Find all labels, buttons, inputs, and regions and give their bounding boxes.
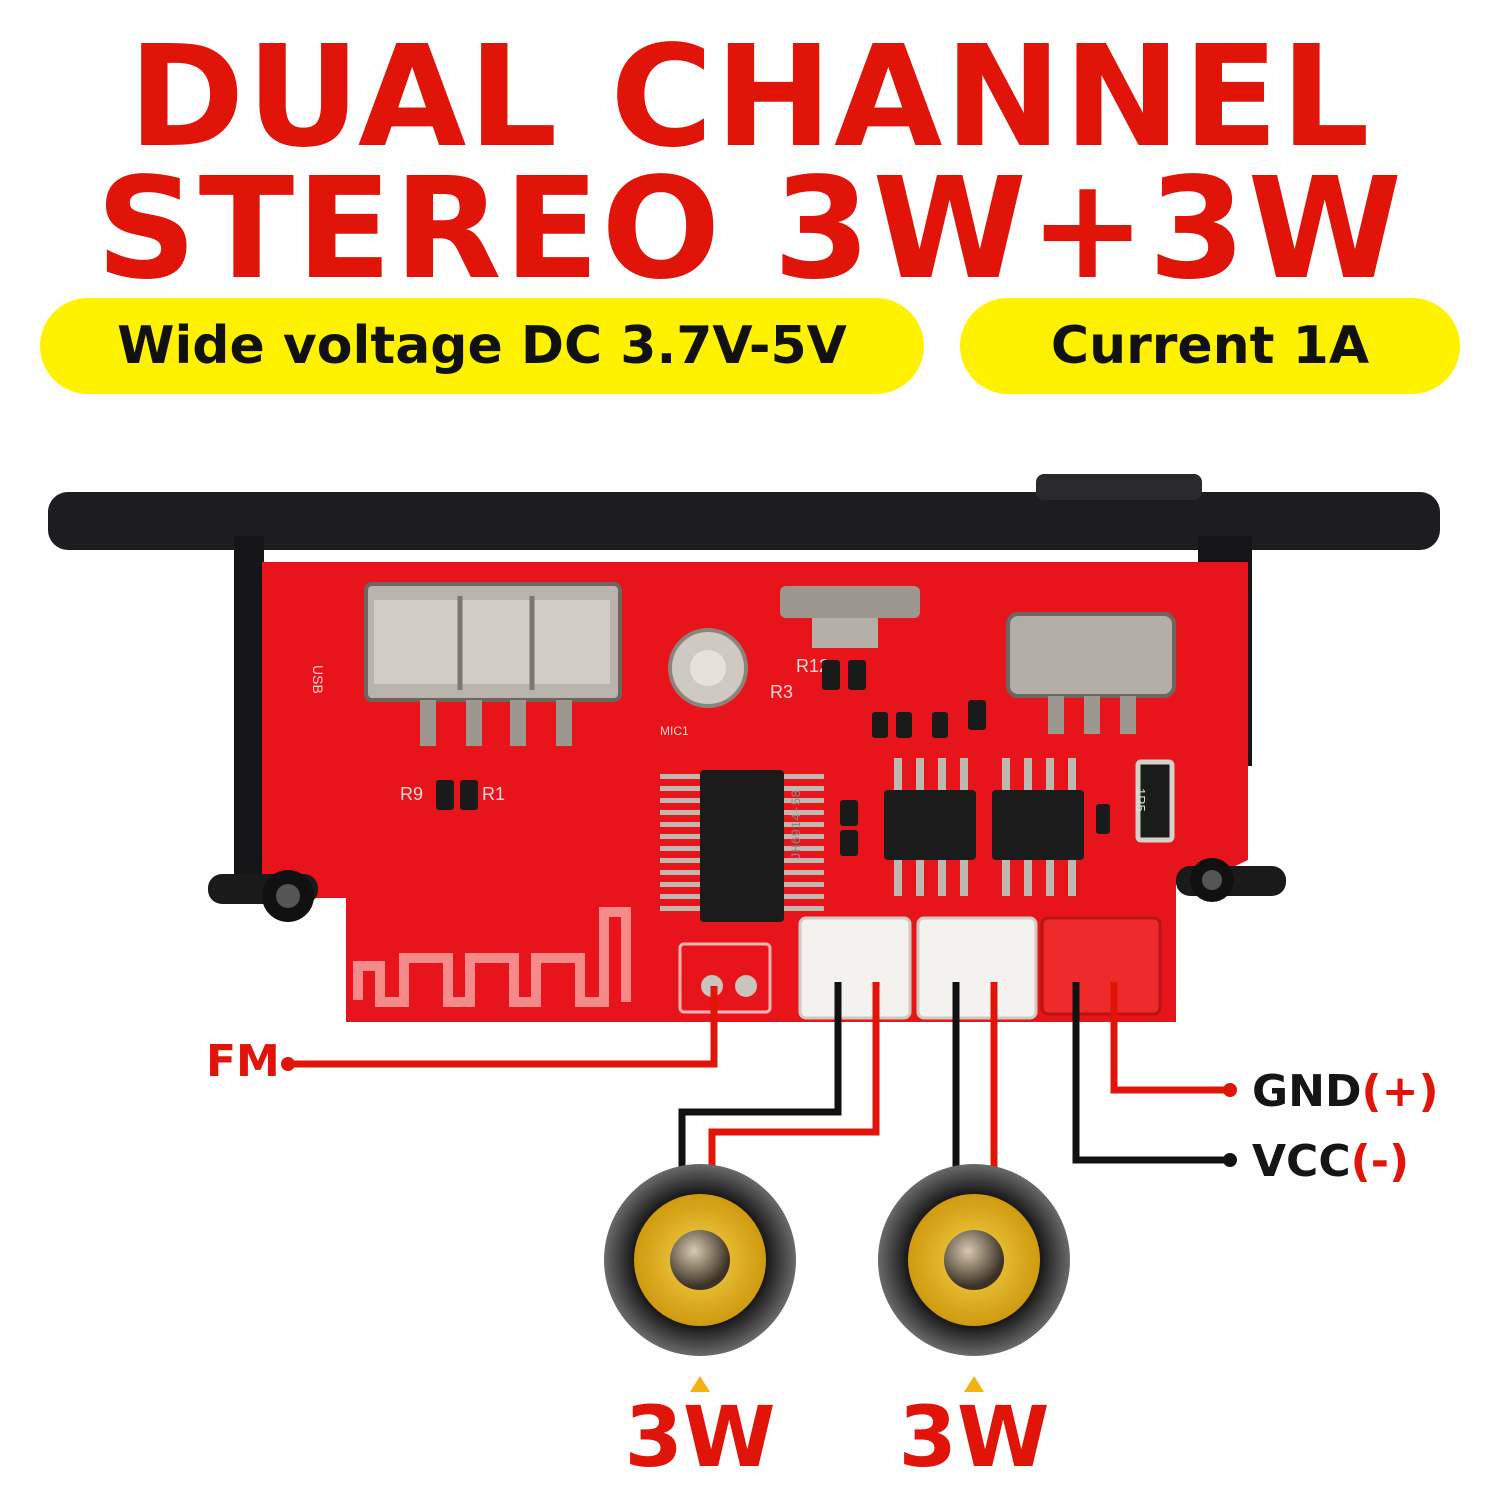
left-speaker-power: 3W [624,1388,776,1486]
vcc-polarity: (-) [1350,1136,1410,1187]
vcc-label: VCC(-) [1252,1140,1409,1184]
right-speaker-arrow-icon [964,1376,984,1392]
left-speaker-positive-wire [708,982,880,1170]
power-switch [1006,612,1176,734]
amplifier-chip-right [992,758,1084,896]
gnd-label: GND(+) [1252,1070,1439,1114]
fm-wire [288,986,718,1068]
headline-line-2: STEREO 3W+3W [95,148,1405,311]
speaker-right [878,1164,1070,1356]
gnd-wire [1110,982,1230,1094]
amplifier-chip-left [884,758,976,896]
chip-marking: JH6914-58 [789,790,804,860]
r9-label: R9 [400,784,423,804]
resistor-marking: 1R5 [1133,788,1148,812]
current-badge: Current 1A [960,298,1460,394]
fm-label: FM [206,1036,280,1087]
current-badge-text: Current 1A [1050,316,1370,376]
power-connector [1040,916,1162,1016]
mic-silkscreen: MIC1 [660,724,689,738]
right-speaker-power: 3W [898,1388,1050,1486]
wiring [288,982,1230,1170]
speaker-connector-left [798,916,912,1020]
vcc-text: VCC [1252,1136,1351,1187]
speaker-left [604,1164,796,1356]
fm-dot [281,1057,295,1071]
gnd-text: GND [1252,1066,1362,1117]
vcc-wire [1072,982,1230,1164]
headline-line-1: DUAL CHANNEL [128,16,1372,179]
decoder-chip: JH6914-58 [660,770,824,922]
left-speaker-arrow-icon [690,1376,710,1392]
usb-silkscreen: USB [310,665,326,694]
r1-label: R1 [482,784,505,804]
resistor-1r5: 1R5 [1133,759,1175,843]
micro-usb-port [780,586,920,648]
gnd-dot [1223,1083,1237,1097]
r3-label: R3 [770,682,793,702]
r12-label: R12 [796,656,829,676]
gnd-polarity: (+) [1361,1066,1439,1117]
vcc-dot [1223,1153,1237,1167]
antenna-trace [353,907,631,1007]
left-speaker-negative-wire [678,982,842,1170]
microphone [668,628,748,708]
voltage-badge: Wide voltage DC 3.7V-5V [40,298,924,394]
smd-components [436,660,1110,856]
usb-port [364,582,622,746]
voltage-badge-text: Wide voltage DC 3.7V-5V [117,316,847,376]
speaker-connector-right [916,916,1038,1020]
